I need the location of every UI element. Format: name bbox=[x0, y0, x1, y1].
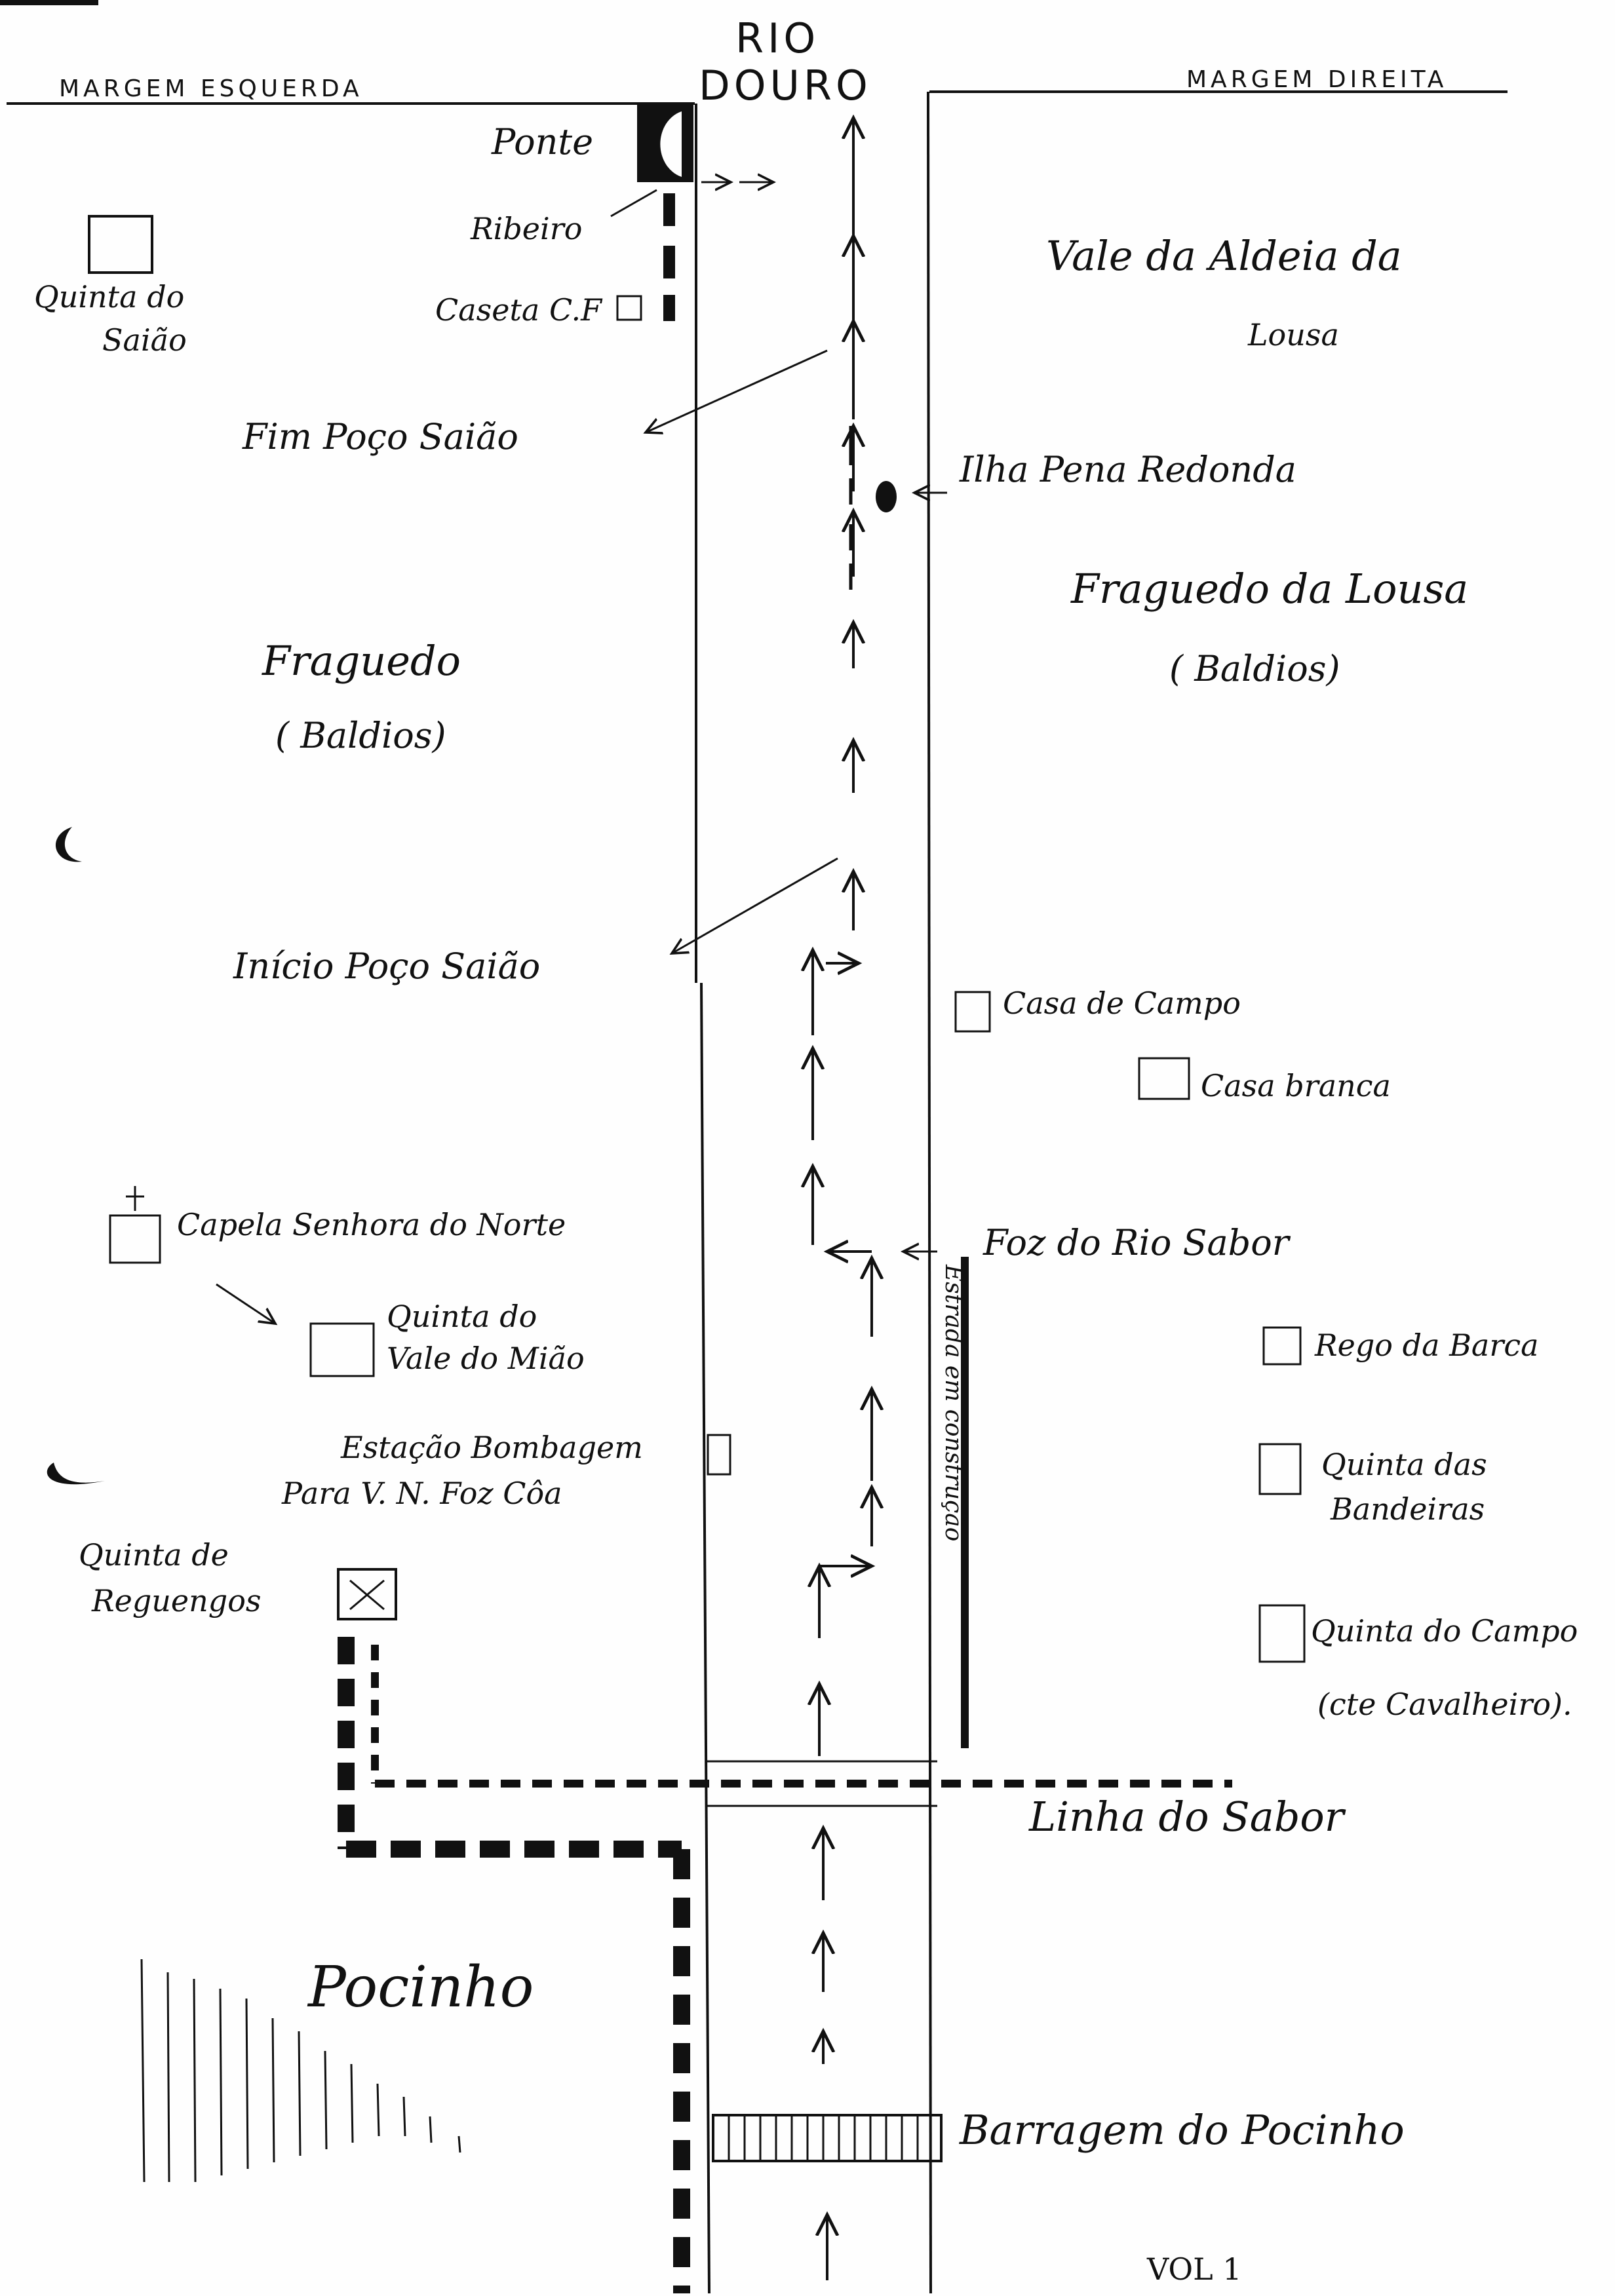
left-bank-heading: MARGEM ESQUERDA bbox=[59, 75, 363, 102]
quinta-vale-square bbox=[309, 1322, 375, 1377]
casa-branca-square bbox=[1138, 1057, 1190, 1100]
linha-douro-dashes bbox=[338, 1637, 690, 2293]
label-fraguedo: Fraguedo bbox=[262, 637, 461, 685]
label-quinta-saiao-1: Quinta do bbox=[34, 279, 185, 315]
river-name-line1: RIO bbox=[735, 14, 820, 62]
fim-poco-pointer bbox=[646, 349, 828, 432]
label-estrada: Estrada em construção bbox=[940, 1265, 967, 1542]
caseta-square bbox=[616, 295, 642, 321]
estacao-square bbox=[707, 1434, 731, 1476]
label-foz-sabor: Foz do Rio Sabor bbox=[983, 1222, 1289, 1263]
quinta-bandeiras-square bbox=[1258, 1443, 1302, 1495]
label-pocinho: Pocinho bbox=[308, 1955, 534, 2020]
reguengos-cross-b bbox=[349, 1579, 385, 1611]
label-ribeiro: Ribeiro bbox=[471, 211, 583, 246]
barragem-hatch bbox=[728, 2115, 919, 2161]
label-capela: Capela Senhora do Norte bbox=[177, 1207, 566, 1242]
ribeiro-pointer bbox=[610, 189, 657, 218]
label-quinta-campo-1: Quinta do Campo bbox=[1311, 1613, 1578, 1649]
label-quinta-campo-2: (cte Cavalheiro). bbox=[1317, 1687, 1572, 1722]
quinta-campo-square bbox=[1258, 1604, 1306, 1663]
capela-square bbox=[109, 1214, 161, 1264]
sheet-mark: VOL 1 bbox=[1147, 2251, 1242, 2287]
casa-campo-square bbox=[954, 991, 991, 1033]
label-quinta-reguengos-2: Reguengos bbox=[92, 1583, 262, 1618]
label-quinta-reguengos-1: Quinta de bbox=[79, 1537, 229, 1573]
inicio-poco-pointer bbox=[672, 857, 838, 953]
label-linha-sabor: Linha do Sabor bbox=[1029, 1793, 1344, 1841]
label-fraguedo-lousa: Fraguedo da Lousa bbox=[1071, 565, 1469, 613]
river-right-bank bbox=[927, 91, 932, 2294]
rego-barca-square bbox=[1262, 1326, 1302, 1366]
label-quinta-bandeiras-2: Bandeiras bbox=[1331, 1491, 1485, 1527]
label-quinta-saiao-2: Saião bbox=[102, 322, 187, 358]
navigation-arrows bbox=[813, 118, 872, 2280]
label-quinta-vale-2: Vale do Mião bbox=[387, 1341, 585, 1376]
label-ponte: Ponte bbox=[492, 121, 594, 163]
label-baldios-right: ( Baldios) bbox=[1169, 648, 1340, 689]
pocinho-town-lines bbox=[140, 1959, 461, 2183]
quinta-saiao-square bbox=[88, 215, 153, 274]
barragem-dam bbox=[712, 2114, 943, 2162]
label-fim-poco: Fim Poço Saião bbox=[243, 416, 518, 457]
label-vale-aldeia-2: Lousa bbox=[1248, 317, 1339, 353]
label-baldios-left: ( Baldios) bbox=[275, 715, 446, 756]
ilha-pena-redonda bbox=[876, 481, 897, 512]
label-estacao-2: Para V. N. Foz Côa bbox=[282, 1476, 562, 1511]
label-rego-barca: Rego da Barca bbox=[1315, 1328, 1539, 1363]
label-casa-branca: Casa branca bbox=[1201, 1068, 1391, 1103]
quinta-reguengos-square bbox=[337, 1568, 397, 1620]
label-vale-aldeia-1: Vale da Aldeia da bbox=[1046, 232, 1402, 280]
label-casa-campo: Casa de Campo bbox=[1003, 985, 1241, 1021]
label-barragem: Barragem do Pocinho bbox=[960, 2106, 1405, 2154]
label-inicio-poco: Início Poço Saião bbox=[233, 946, 541, 987]
river-left-bank-lower bbox=[700, 982, 710, 2294]
estrada-line bbox=[961, 1257, 969, 1748]
label-quinta-vale-1: Quinta do bbox=[387, 1299, 537, 1334]
crescent-mark-2 bbox=[47, 1463, 105, 1485]
railway-top bbox=[663, 193, 675, 321]
right-bank-heading: MARGEM DIREITA bbox=[1186, 66, 1448, 93]
label-ilha: Ilha Pena Redonda bbox=[960, 449, 1296, 490]
label-quinta-bandeiras-1: Quinta das bbox=[1321, 1447, 1487, 1482]
river-name-line2: DOURO bbox=[699, 62, 872, 109]
crescent-mark-1 bbox=[55, 827, 82, 862]
bridge-arch bbox=[660, 111, 682, 177]
capela-pointer bbox=[216, 1283, 275, 1324]
label-estacao-1: Estação Bombagem bbox=[341, 1430, 643, 1465]
label-caseta: Caseta C.F bbox=[435, 292, 602, 328]
